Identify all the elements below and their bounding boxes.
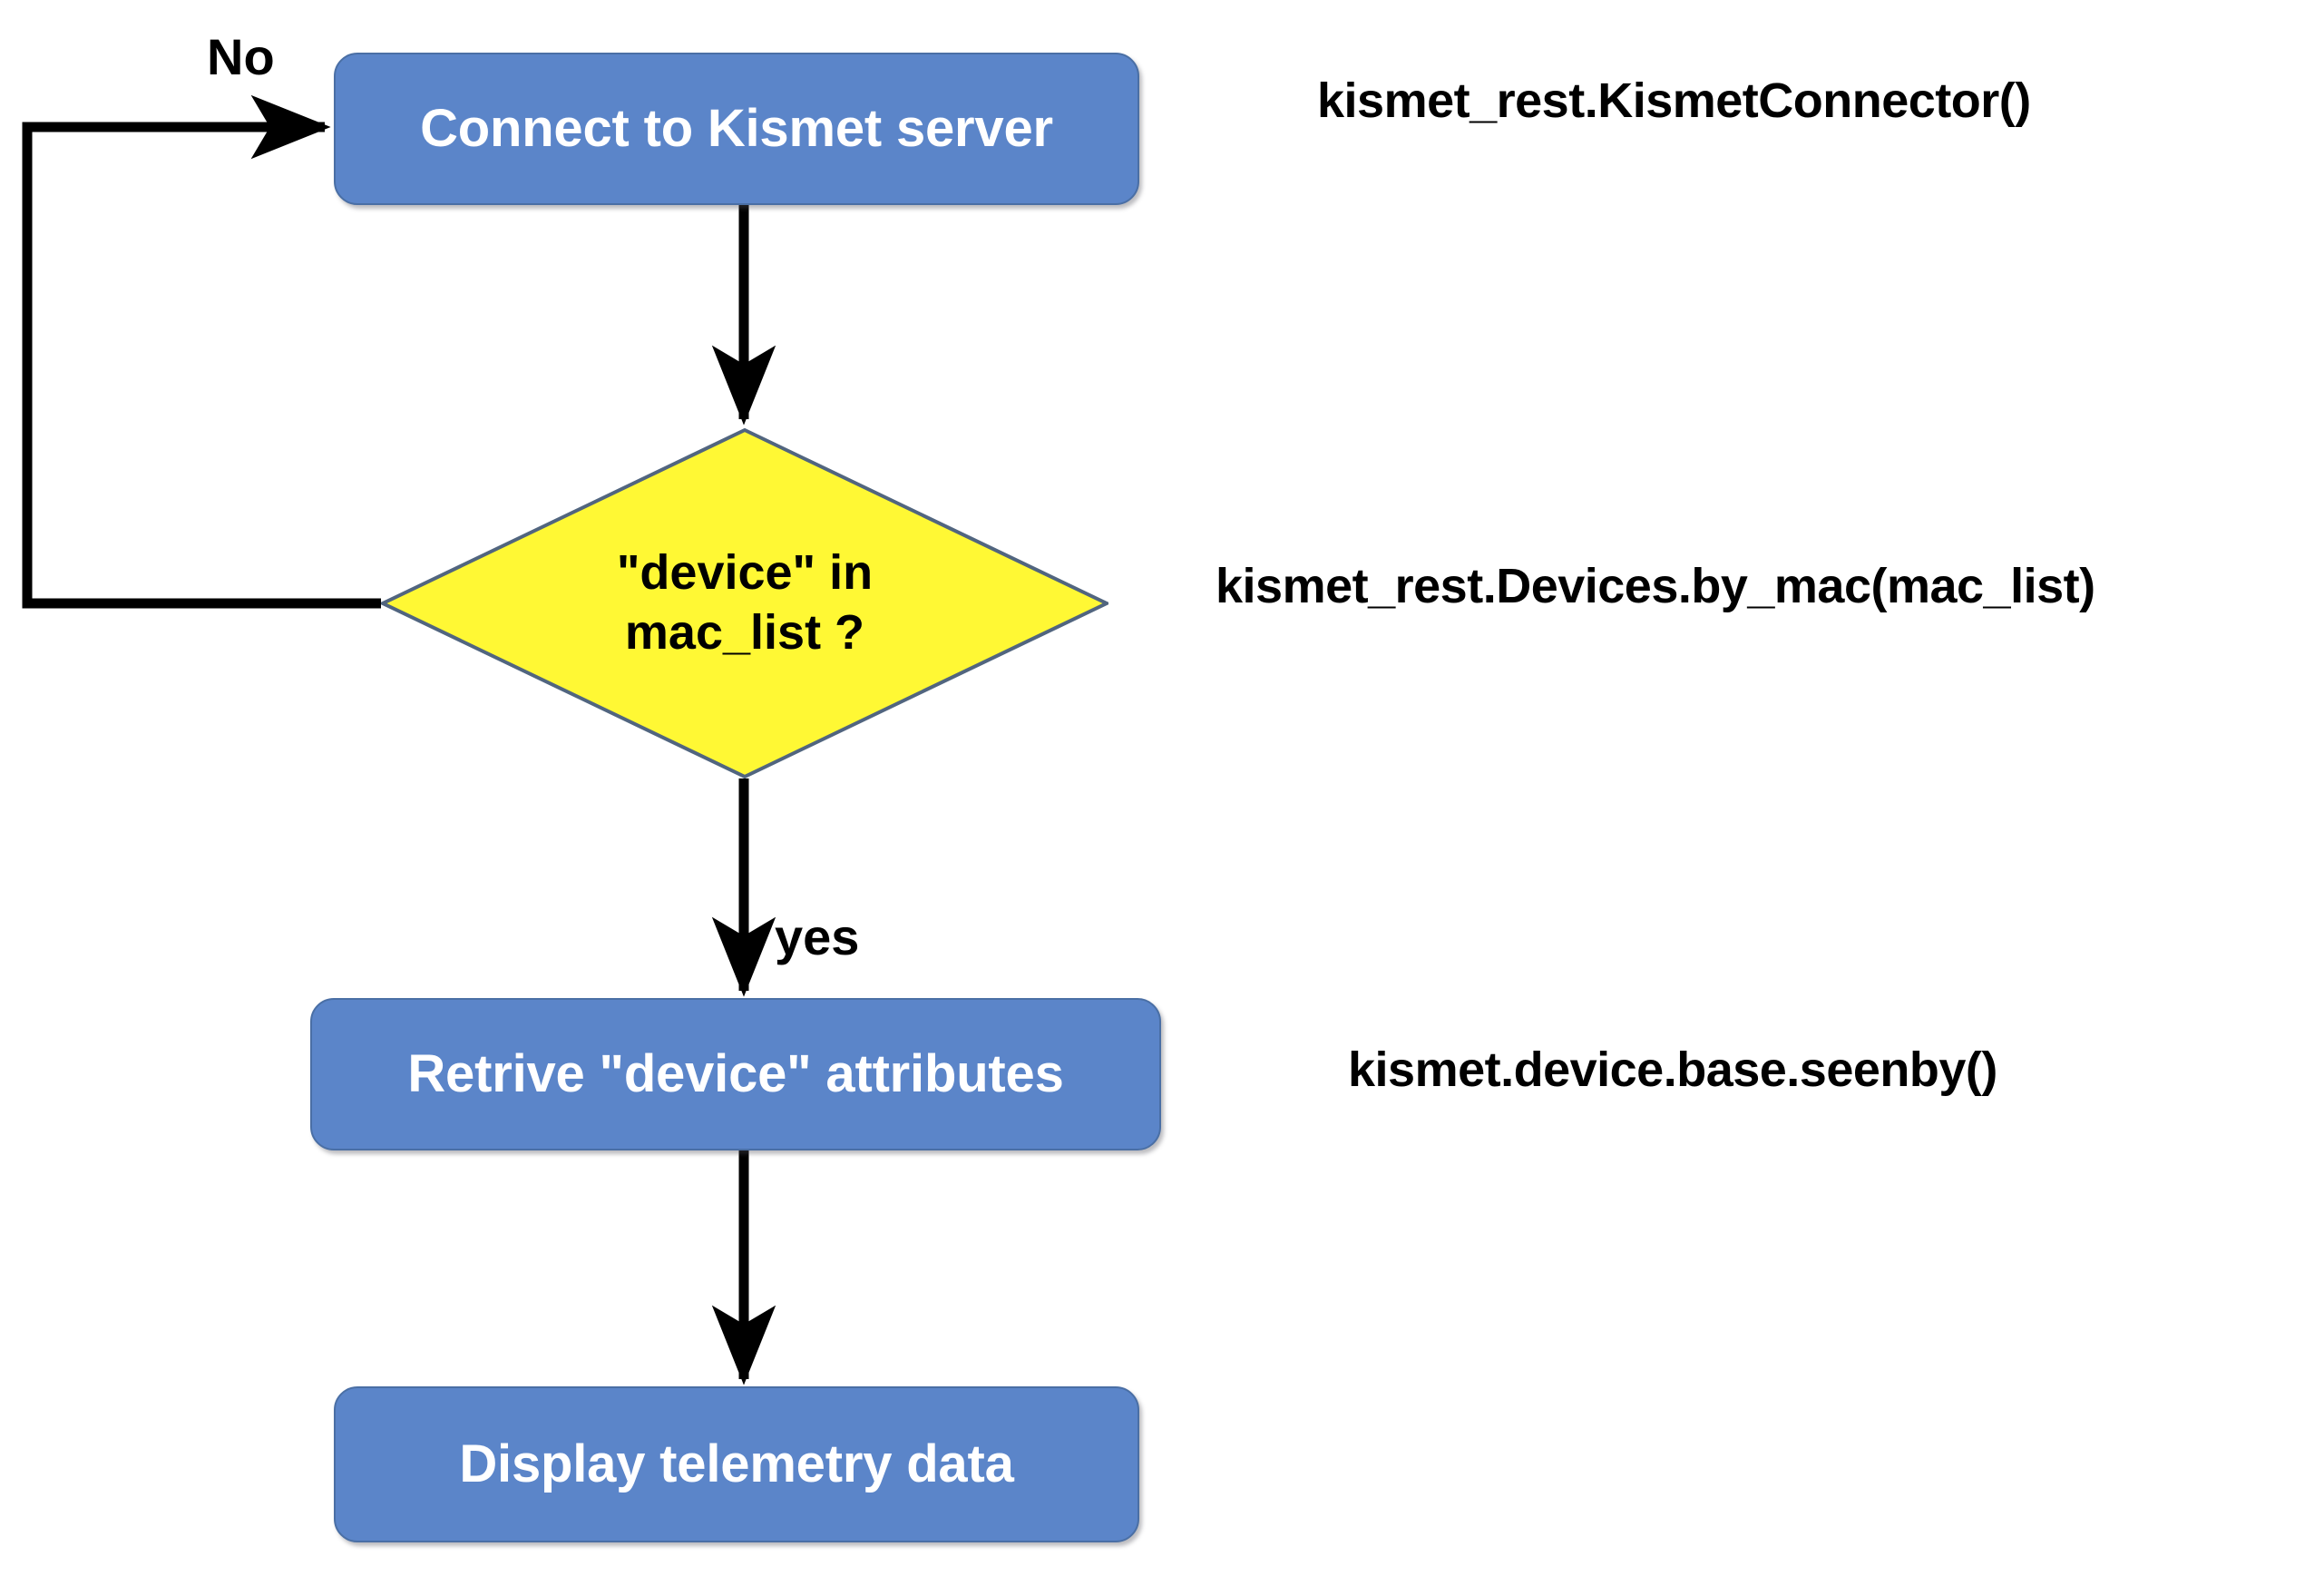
node-label: Retrive "device" attributes xyxy=(407,1043,1064,1103)
node-label: Connect to Kismet server xyxy=(420,98,1053,158)
edge-label-yes: yes xyxy=(775,908,860,965)
node-connect-to-kismet-server[interactable]: Connect to Kismet server xyxy=(334,53,1139,205)
node-decision-device-in-mac-list[interactable]: "device" in mac_list ? xyxy=(381,428,1108,778)
annotation-kismet-connector: kismet_rest.KismetConnector() xyxy=(1317,73,2031,128)
node-retrieve-device-attributes[interactable]: Retrive "device" attributes xyxy=(310,998,1161,1150)
node-label: "device" in mac_list ? xyxy=(616,545,874,660)
annotation-devices-by-mac: kismet_rest.Devices.by_mac(mac_list) xyxy=(1216,559,2095,613)
node-display-telemetry-data[interactable]: Display telemetry data xyxy=(334,1386,1139,1542)
annotation-device-base-seenby: kismet.device.base.seenby() xyxy=(1348,1043,1997,1097)
edge-label-no: No xyxy=(207,28,275,85)
node-label: Display telemetry data xyxy=(459,1434,1014,1493)
edge-decision-to-connect-no xyxy=(22,94,381,609)
diamond-shape xyxy=(381,428,1108,778)
